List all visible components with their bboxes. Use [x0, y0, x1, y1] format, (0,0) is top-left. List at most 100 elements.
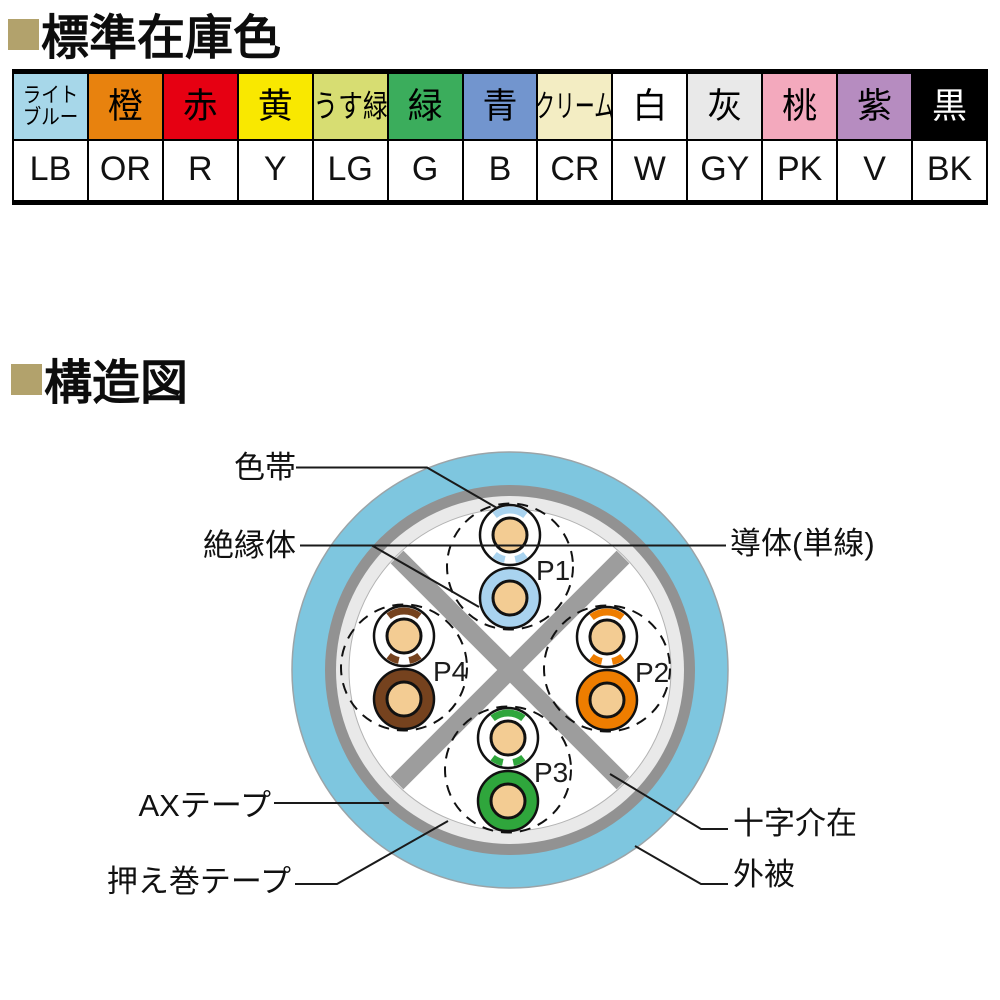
color-name-text: うす緑: [313, 89, 387, 124]
color-name-text: 灰: [707, 87, 743, 126]
pair-label: P1: [536, 555, 570, 586]
color-name-text: 白: [632, 87, 668, 126]
color-name-text: 黄: [257, 87, 293, 126]
color-name-text: 橙: [107, 87, 143, 126]
color-band-top: [589, 608, 625, 621]
pair-dashed-boundary: [340, 603, 468, 732]
label-ax-tape: AXテープ: [139, 788, 272, 823]
color-name-cell: 桃: [763, 74, 837, 141]
pair-dashed-boundary: [543, 604, 671, 733]
color-code-cell: R: [163, 141, 237, 198]
conductor: [385, 680, 423, 718]
color-column-OR: 橙 OR: [86, 74, 162, 200]
color-name-text: 赤: [182, 87, 218, 126]
color-column-PK: 桃 PK: [761, 74, 837, 200]
color-band-top: [490, 709, 526, 722]
color-name-cell: 白: [613, 74, 687, 141]
color-code-cell: BK: [913, 141, 986, 198]
color-column-GY: 灰 GY: [686, 74, 762, 200]
color-code-cell: GY: [688, 141, 762, 198]
color-code-cell: Y: [238, 141, 312, 198]
wire-pair-p1: P1: [446, 502, 574, 631]
color-name-text: 黒: [932, 87, 968, 126]
color-column-BK: 黒 BK: [911, 74, 986, 200]
conductor: [489, 719, 527, 757]
color-name-cell: うす緑: [313, 74, 387, 141]
color-name-text: 桃: [782, 87, 818, 126]
pair-label: P3: [534, 757, 568, 788]
label-sheath: 外被: [733, 857, 795, 892]
color-name-cell: ライトブルー: [14, 74, 87, 141]
label-insulator: 絶縁体: [203, 528, 296, 563]
color-code-cell: G: [388, 141, 462, 198]
color-name-cell: 紫: [838, 74, 912, 141]
conductor: [491, 516, 529, 554]
label-color-band: 色帯: [234, 450, 296, 485]
color-band-top: [386, 607, 422, 620]
section-title-stock-colors: 標準在庫色: [8, 0, 281, 68]
section-title-text: 標準在庫色: [41, 12, 282, 65]
leader-color-band: [296, 466, 498, 509]
color-code-cell: LG: [313, 141, 387, 198]
color-code-cell: LB: [14, 141, 87, 198]
color-code-cell: PK: [763, 141, 837, 198]
wire-pair-p3: P3: [444, 705, 572, 834]
section-bullet-icon: [8, 19, 39, 50]
color-name-cell: 赤: [163, 74, 237, 141]
color-name-text: 緑: [407, 87, 443, 126]
label-wrap-tape: 押え巻テープ: [107, 864, 291, 899]
color-name-text: ライトブルー: [22, 84, 79, 129]
color-code-cell: OR: [88, 141, 162, 198]
conductor: [385, 617, 423, 655]
section-title-structure: 構造図: [11, 343, 188, 413]
leader-wrap-tape: [295, 820, 449, 885]
color-name-cell: クリーム: [538, 74, 612, 141]
section-bullet-icon: [11, 364, 42, 395]
color-code-cell: W: [613, 141, 687, 198]
color-column-LB: ライトブルー LB: [14, 74, 87, 200]
color-name-cell: 緑: [388, 74, 462, 141]
leader-cross-spacer: [609, 773, 728, 830]
color-band-bottom: [492, 551, 528, 563]
color-band-bottom: [490, 754, 526, 766]
color-band-bottom: [386, 652, 422, 664]
section-title-text: 構造図: [44, 357, 189, 410]
color-name-text: 青: [482, 87, 518, 126]
color-name-cell: 黒: [913, 74, 986, 141]
label-conductor: 導体(単線): [730, 526, 875, 561]
color-name-cell: 灰: [688, 74, 762, 141]
pair-dashed-boundary: [444, 705, 572, 834]
color-code-cell: B: [463, 141, 537, 198]
pair-label: P4: [433, 656, 467, 687]
color-name-text: クリーム: [538, 89, 612, 124]
color-name-cell: 橙: [88, 74, 162, 141]
pair-dashed-boundary: [446, 502, 574, 631]
conductor: [588, 618, 626, 656]
color-band-top: [492, 506, 528, 519]
cable-structure-diagram: P1 P2 P3 P4 色帯 絶縁: [107, 450, 875, 899]
color-column-LG: うす緑 LG: [311, 74, 387, 200]
color-code-cell: V: [838, 141, 912, 198]
color-column-CR: クリーム CR: [536, 74, 612, 200]
wire-pair-p2: P2: [543, 604, 671, 733]
wire-pair-p4: P4: [340, 603, 468, 732]
label-cross-spacer: 十字介在: [733, 806, 857, 841]
conductor: [489, 782, 527, 820]
color-name-cell: 青: [463, 74, 537, 141]
color-band-bottom: [589, 653, 625, 665]
pair-label: P2: [635, 657, 669, 688]
conductor: [588, 681, 626, 719]
color-code-cell: CR: [538, 141, 612, 198]
color-name-cell: 黄: [238, 74, 312, 141]
conductor: [491, 579, 529, 617]
leader-insulator-branch: [371, 544, 480, 608]
leader-sheath: [634, 845, 728, 885]
color-name-text: 紫: [857, 87, 893, 126]
